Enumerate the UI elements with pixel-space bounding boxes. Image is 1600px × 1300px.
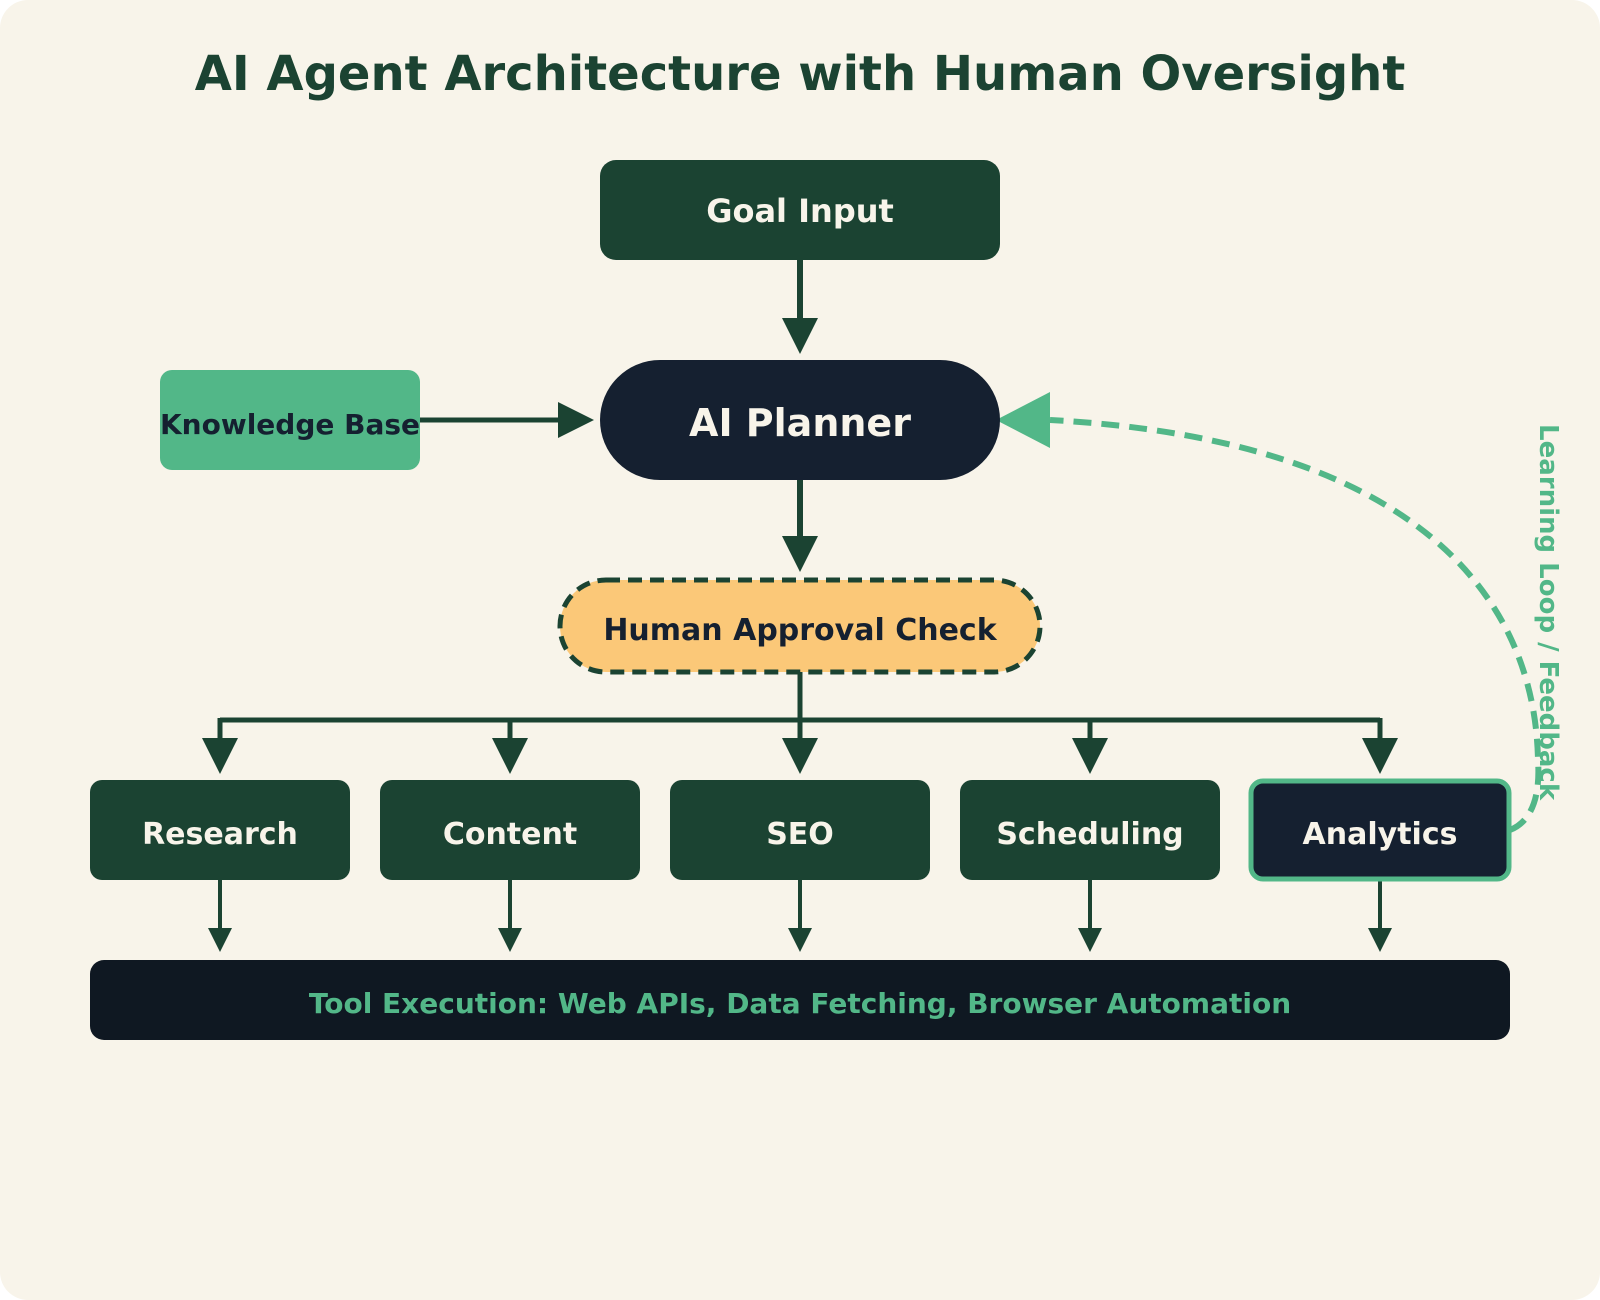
feedback-loop-edge [1049,417,1542,833]
node-human-approval-label: Human Approval Check [603,613,997,648]
node-goal-input-label: Goal Input [706,192,894,230]
node-research-label: Research [142,817,298,852]
node-research: Research [90,780,350,880]
arrowhead-research-in [202,738,238,774]
node-tool-execution-label: Tool Execution: Web APIs, Data Fetching,… [309,987,1291,1020]
node-seo: SEO [670,780,930,880]
node-analytics: Analytics [1248,778,1512,882]
connectors [217,260,1383,930]
node-human-approval: Human Approval Check [557,577,1043,675]
feedback-label: Learning Loop / Feedback [1533,424,1563,801]
arrowhead-content-in [492,738,528,774]
arrowhead-content-tools [498,928,522,952]
node-knowledge-base-label: Knowledge Base [160,408,420,441]
node-tool-execution: Tool Execution: Web APIs, Data Fetching,… [90,960,1510,1040]
arrowhead-seo-tools [788,928,812,952]
node-content: Content [380,780,640,880]
node-content-label: Content [443,817,577,852]
arrowhead-scheduling-in [1072,738,1108,774]
arrowhead-analytics-in [1362,738,1398,774]
arrowhead-planner-in [782,318,818,354]
diagram-title: AI Agent Architecture with Human Oversig… [195,46,1406,102]
arrowhead-approval-in [782,536,818,572]
node-analytics-label: Analytics [1303,817,1458,852]
node-ai-planner: AI Planner [600,360,1000,480]
feedback-arrowhead-icon [996,392,1050,448]
arrowhead-analytics-tools [1368,928,1392,952]
arrowhead-research-tools [208,928,232,952]
node-ai-planner-label: AI Planner [689,401,911,445]
arrowhead-scheduling-tools [1078,928,1102,952]
arrowheads [202,318,1398,952]
node-goal-input: Goal Input [600,160,1000,260]
node-knowledge-base: Knowledge Base [160,370,420,470]
node-scheduling-label: Scheduling [996,817,1183,852]
arrowhead-seo-in [782,738,818,774]
arrowhead-knowledge-in [558,402,594,438]
node-seo-label: SEO [766,817,834,852]
node-scheduling: Scheduling [960,780,1220,880]
